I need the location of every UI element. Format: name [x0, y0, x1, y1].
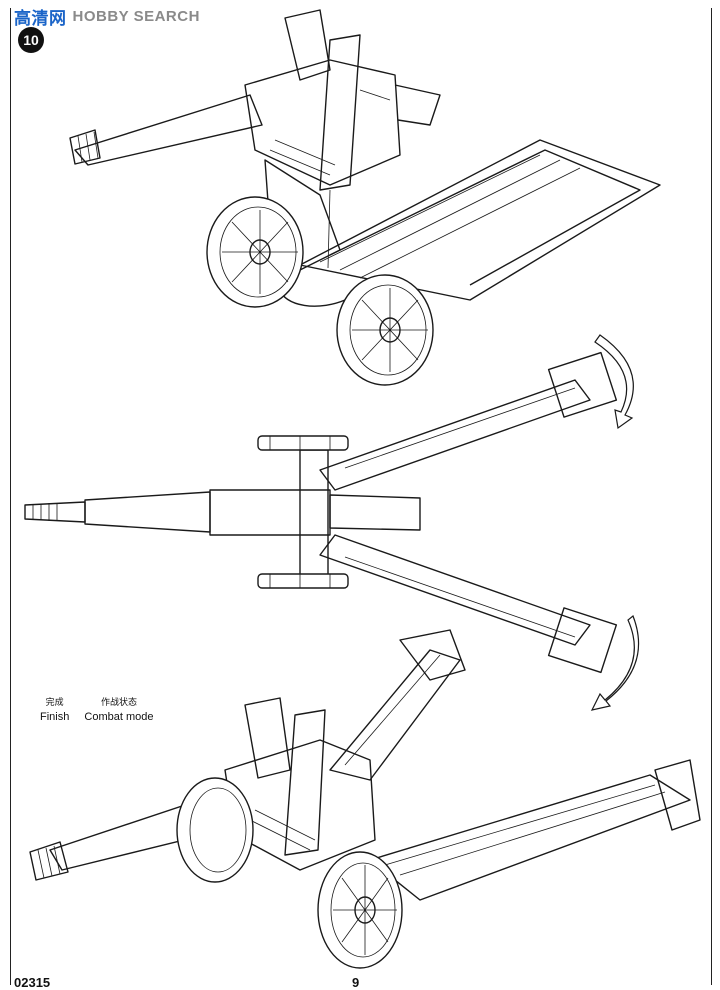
finish-label-cn: 完成 — [45, 697, 64, 707]
finish-caption: 完成 Finish 作战状态 Combat mode — [40, 695, 166, 725]
step-number-badge: 10 — [18, 27, 44, 53]
combat-mode-gun — [29, 629, 701, 969]
watermark-logo: 高清网 HOBBY SEARCH — [14, 4, 200, 29]
combat-mode-label: 作战状态 Combat mode — [84, 695, 153, 725]
page-frame — [10, 8, 712, 985]
watermark-cn: 高清网 — [14, 9, 67, 28]
watermark-en: HOBBY SEARCH — [72, 8, 200, 25]
product-code: 02315 — [14, 975, 51, 990]
combat-mode-label-en: Combat mode — [84, 711, 154, 723]
top-view-gun — [24, 334, 640, 711]
finish-label: 完成 Finish — [40, 695, 69, 725]
finish-label-en: Finish — [40, 711, 70, 723]
page-number: 9 — [352, 975, 360, 990]
combat-mode-label-cn: 作战状态 — [100, 697, 137, 707]
travel-mode-gun — [69, 9, 661, 386]
